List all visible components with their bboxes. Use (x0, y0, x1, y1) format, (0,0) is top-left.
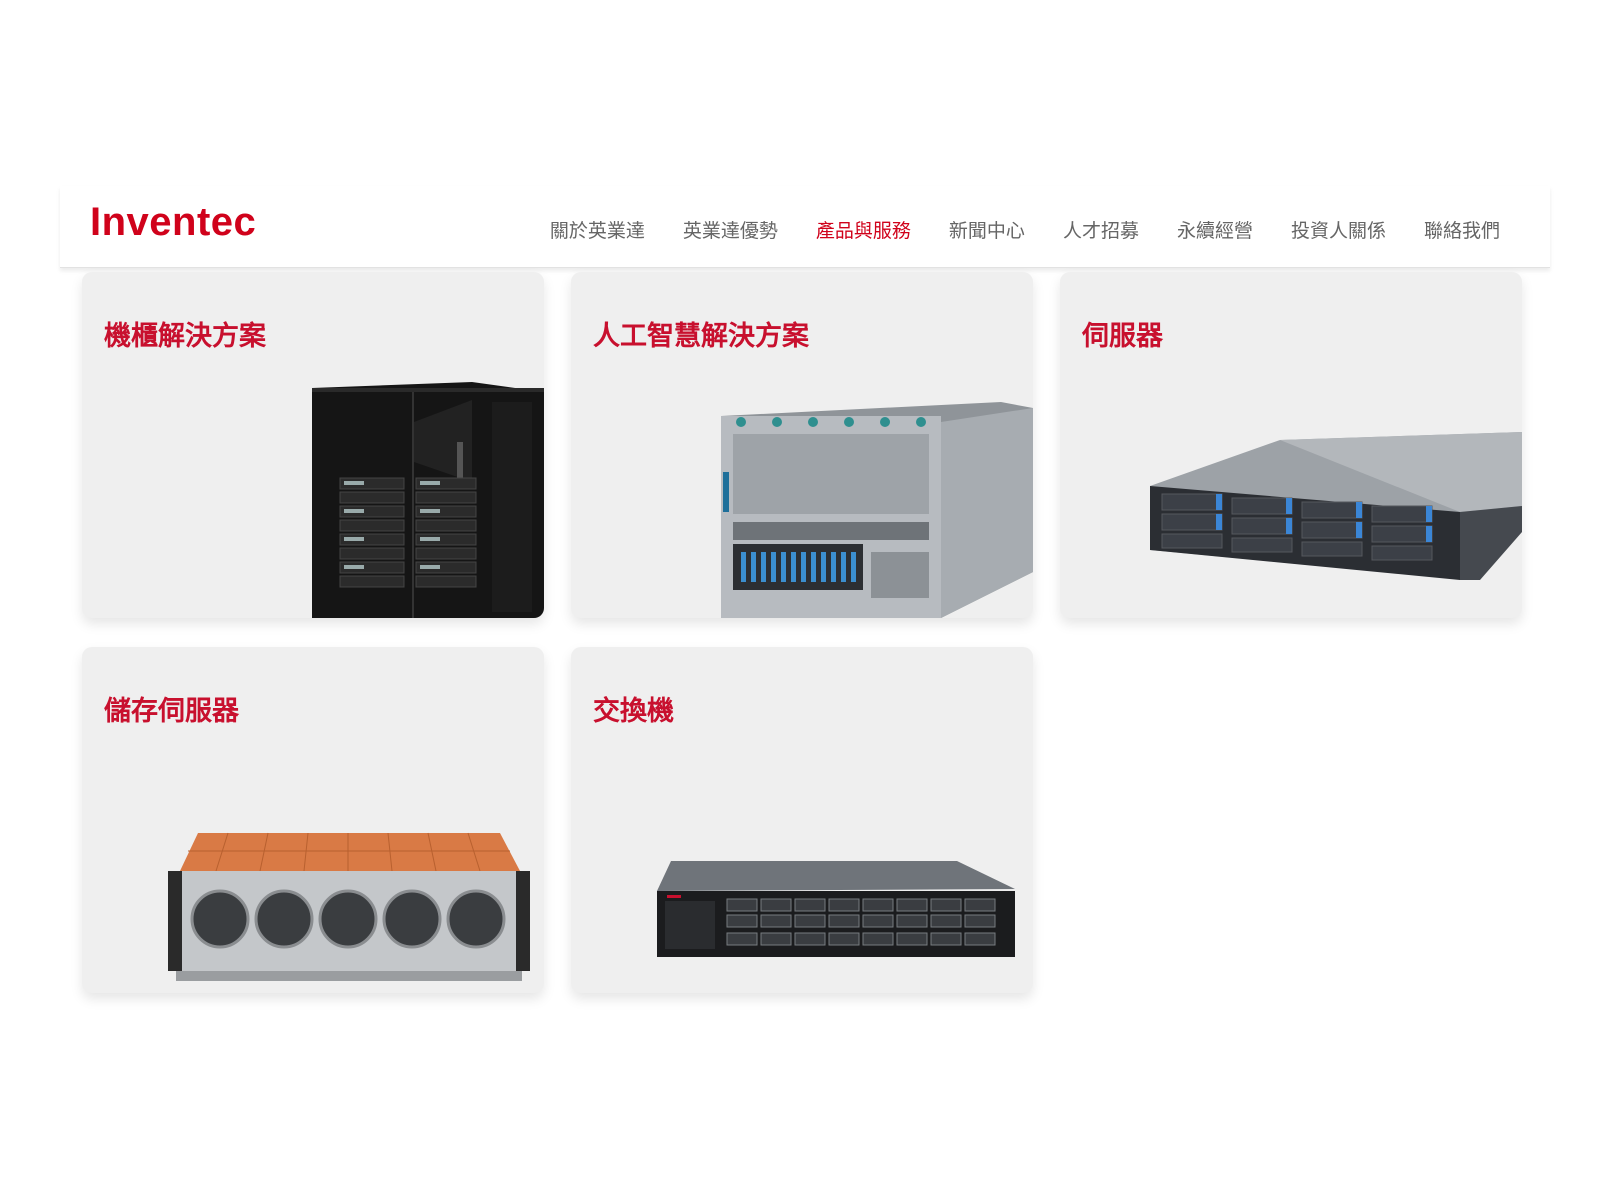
nav-contact[interactable]: 聯絡我們 (1423, 220, 1500, 242)
storage-server-image (168, 832, 530, 981)
main-nav: 關於英業達 英業達優勢 產品與服務 新聞中心 人才招募 永續經營 投資人關係 聯… (550, 216, 1500, 243)
site-header: Inventec 關於英業達 英業達優勢 產品與服務 新聞中心 人才招募 永續經… (60, 186, 1550, 268)
nav-products-services[interactable]: 產品與服務 (815, 220, 911, 242)
card-rack-solutions[interactable]: 機櫃解決方案 (82, 272, 544, 618)
nav-sustainability[interactable]: 永續經營 (1176, 220, 1253, 242)
card-switches[interactable]: 交換機 (571, 647, 1033, 993)
network-switch-image (657, 861, 1015, 957)
card-title: 交換機 (593, 696, 674, 727)
card-title: 人工智慧解決方案 (593, 321, 809, 352)
nav-advantages[interactable]: 英業達優勢 (682, 220, 778, 242)
card-title: 機櫃解決方案 (104, 321, 266, 352)
nav-careers[interactable]: 人才招募 (1062, 220, 1139, 242)
nav-investors[interactable]: 投資人關係 (1290, 220, 1386, 242)
rack-server-image (1150, 432, 1522, 580)
card-title: 伺服器 (1082, 321, 1163, 352)
ai-server-image (721, 402, 1033, 618)
card-storage-servers[interactable]: 儲存伺服器 (82, 647, 544, 993)
card-title: 儲存伺服器 (104, 696, 239, 727)
nav-about[interactable]: 關於英業達 (549, 220, 645, 242)
inventec-logo[interactable]: Inventec (90, 200, 257, 244)
rack-cabinet-image (312, 382, 544, 618)
card-servers[interactable]: 伺服器 (1060, 272, 1522, 618)
card-ai-solutions[interactable]: 人工智慧解決方案 (571, 272, 1033, 618)
nav-news[interactable]: 新聞中心 (948, 220, 1025, 242)
